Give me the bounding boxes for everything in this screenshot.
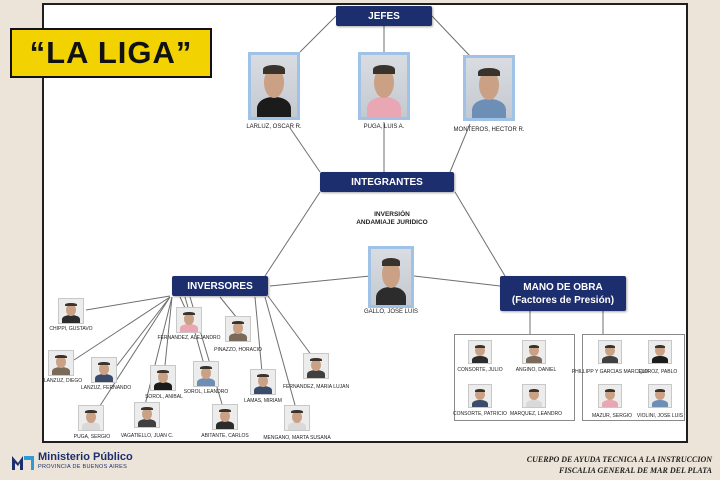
center-note: INVERSIÓN ANDAMIAJE JURIDICO	[344, 211, 440, 227]
mano-obra-8-name: VIOLINI, JOSE LUIS	[636, 413, 684, 419]
mano-obra-4-photo	[522, 384, 546, 408]
inversores-9-photo	[212, 404, 238, 430]
header-integrantes: INTEGRANTES	[320, 172, 454, 192]
inversores-13-name: FERNANDEZ, MARIA LUJAN	[282, 384, 350, 390]
logo: Ministerio Público PROVINCIA DE BUENOS A…	[12, 452, 133, 472]
jefe-1-name: LARLUZ, OSCAR R.	[246, 124, 302, 130]
center-note-line1: INVERSIÓN	[374, 211, 410, 218]
header-integrantes-label: INTEGRANTES	[351, 176, 423, 188]
integrante-central-photo	[368, 246, 414, 308]
header-inversores: INVERSORES	[172, 276, 268, 296]
logo-line1: Ministerio Público	[38, 451, 133, 463]
footer-line2: FISCALIA GENERAL DE MAR DEL PLATA	[558, 466, 712, 475]
inversores-6-photo	[150, 365, 176, 391]
mano-obra-1-name: CONSORTE, JULIO	[457, 367, 503, 373]
title-badge: “LA LIGA”	[10, 28, 212, 78]
inversores-5-name: VAGATIELLO, JUAN C.	[120, 433, 174, 439]
header-mano-de-obra: MANO DE OBRA (Factores de Presión)	[500, 276, 626, 311]
jefe-3-name: MONTEROS, HECTOR R.	[453, 127, 525, 133]
mano-obra-3-photo	[468, 384, 492, 408]
mano-obra-4-name: MARQUEZ, LEANDRO	[510, 411, 562, 417]
inversores-8-photo	[193, 361, 219, 387]
header-mano-de-obra-line1: MANO DE OBRA	[523, 281, 603, 293]
mano-obra-5-name: PHILLIPP Y GARCIAS MARCELO	[571, 369, 649, 375]
mano-obra-6-name: QUIROZ, PABLO	[638, 369, 678, 375]
inversores-12-name: MENGANO, MARTA SUSANA	[263, 435, 331, 441]
inversores-11-photo	[250, 369, 276, 395]
inversores-6-name: SOROL, ANIBAL	[145, 394, 183, 400]
mano-obra-2-name: ANGINO, DANIEL	[515, 367, 557, 373]
mano-obra-8-photo	[648, 384, 672, 408]
center-note-line2: ANDAMIAJE JURIDICO	[356, 219, 428, 226]
inversores-2-photo	[48, 350, 74, 376]
inversores-9-name: ABITANTE, CARLOS	[201, 433, 249, 439]
inversores-2-name: LANZUZ, DIEGO	[43, 378, 83, 384]
jefe-1-photo	[248, 52, 300, 120]
inversores-7-name: FERNANDEZ, ALEJANDRO	[157, 335, 221, 341]
inversores-1-photo	[58, 298, 84, 324]
mano-obra-1-photo	[468, 340, 492, 364]
inversores-4-photo	[78, 405, 104, 431]
header-mano-de-obra-line2: (Factores de Presión)	[511, 294, 615, 306]
mano-obra-3-name: CONSORTE, PATRICIO	[453, 411, 507, 417]
inversores-3-photo	[91, 357, 117, 383]
jefe-2-name: PUGA, LUIS A.	[363, 124, 405, 130]
inversores-10-photo	[225, 316, 251, 342]
header-jefes-label: JEFES	[368, 10, 400, 22]
inversores-7-photo	[176, 307, 202, 333]
mano-obra-6-photo	[648, 340, 672, 364]
inversores-8-name: SOROL, LEANDRO	[183, 389, 229, 395]
integrante-central-name: GALLO, JOSE LUIS	[363, 309, 419, 315]
mano-obra-2-photo	[522, 340, 546, 364]
logo-line2: PROVINCIA DE BUENOS AIRES	[38, 464, 128, 470]
inversores-10-name: PINAZZO, HORACIO	[214, 347, 262, 353]
ministerio-logo-icon	[12, 456, 34, 470]
mano-obra-5-photo	[598, 340, 622, 364]
header-inversores-label: INVERSORES	[187, 280, 253, 292]
header-jefes: JEFES	[336, 6, 432, 26]
inversores-1-name: CHIPPI, GUSTAVO	[49, 326, 93, 332]
title-text: “LA LIGA”	[29, 35, 193, 70]
jefe-3-photo	[463, 55, 515, 121]
jefe-2-photo	[358, 52, 410, 120]
mano-obra-7-photo	[598, 384, 622, 408]
inversores-13-photo	[303, 353, 329, 379]
mano-obra-7-name: MAZUR, SERGIO	[591, 413, 632, 419]
inversores-4-name: PUGA, SERGIO	[73, 434, 111, 440]
inversores-11-name: LAMAS, MIRIAM	[244, 398, 282, 404]
footer-line1: CUERPO DE AYUDA TECNICA A LA INSTRUCCION	[526, 455, 712, 464]
inversores-3-name: LANZUZ, FERNANDO	[80, 385, 132, 391]
inversores-5-photo	[134, 402, 160, 428]
inversores-12-photo	[284, 405, 310, 431]
